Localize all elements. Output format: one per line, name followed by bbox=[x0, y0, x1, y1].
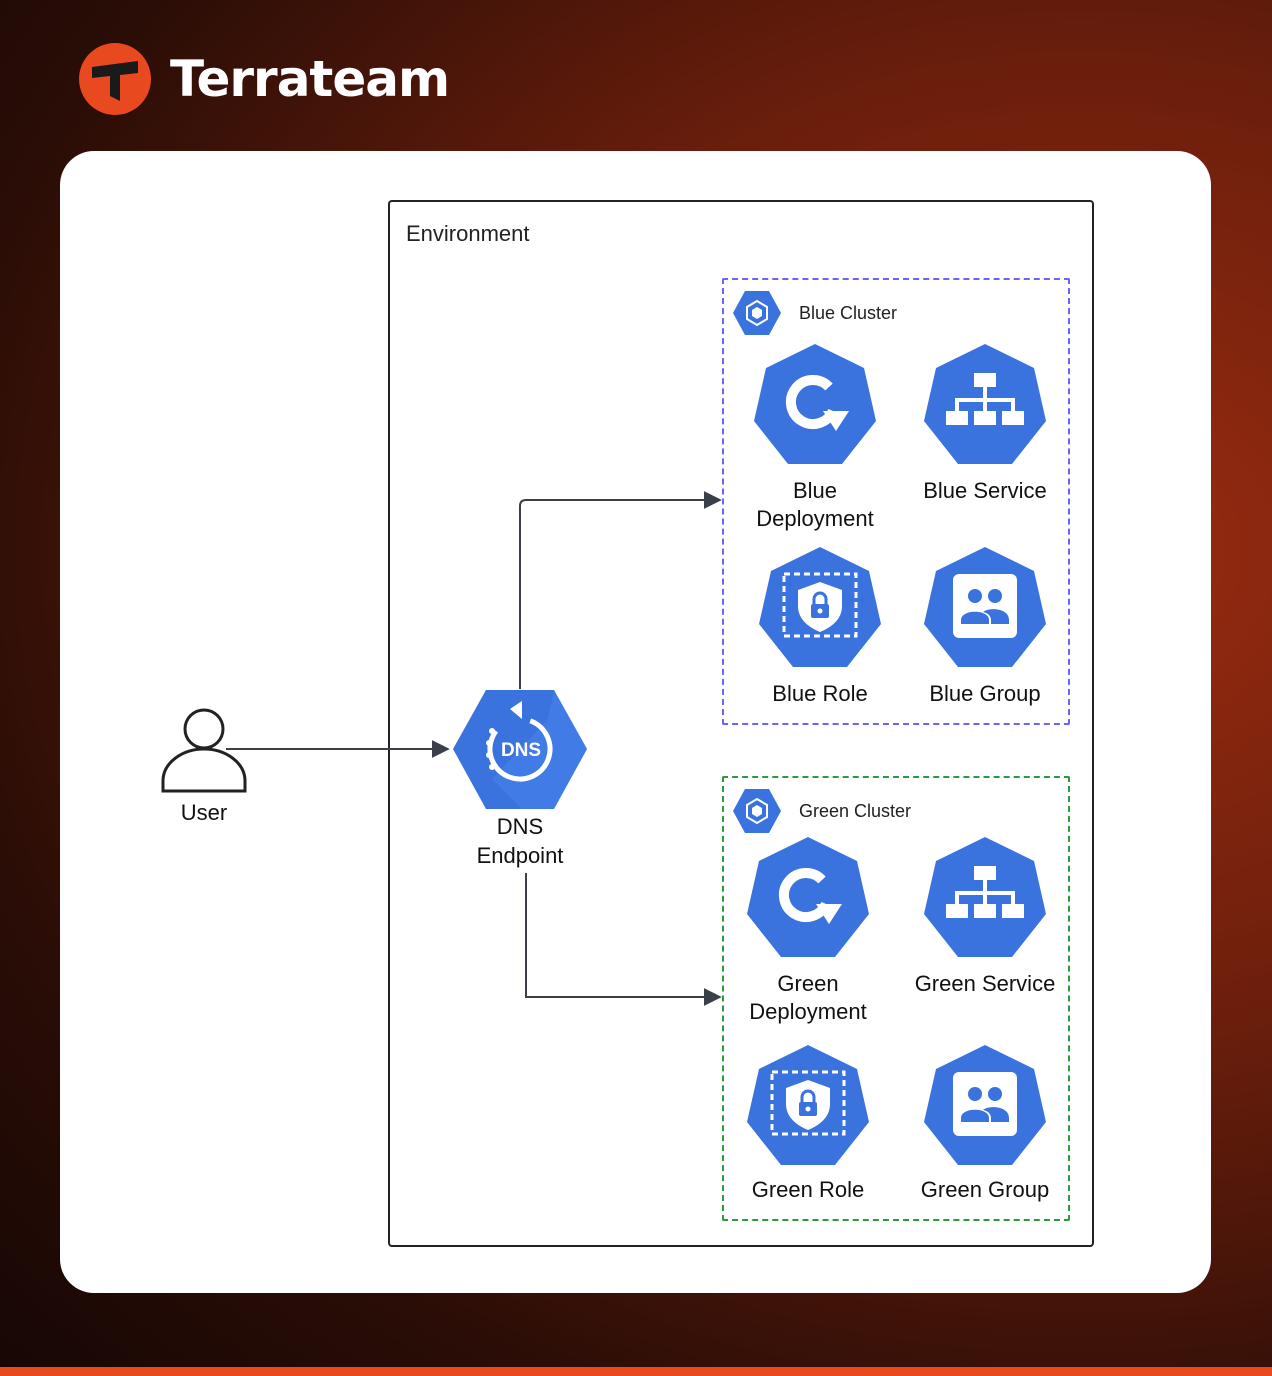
node-label: Green Role bbox=[751, 1177, 865, 1202]
edge-dns-to-green-cluster bbox=[525, 873, 722, 1006]
environment-label: Environment bbox=[406, 221, 530, 246]
role-icon bbox=[747, 1045, 869, 1165]
deployment-icon bbox=[754, 344, 876, 464]
brand-logo: Terrateam bbox=[78, 42, 450, 116]
brand-name: Terrateam bbox=[170, 50, 450, 108]
environment-box: Environment bbox=[388, 200, 1094, 1247]
node-label: Blue Group bbox=[929, 681, 1041, 706]
node-label: Green Service bbox=[914, 971, 1056, 996]
blue-group-node[interactable]: Blue Group bbox=[895, 546, 1075, 708]
dns-icon-text: DNS bbox=[501, 740, 541, 761]
blue-cluster: Blue Cluster Blue Deployment bbox=[722, 278, 1070, 725]
service-icon bbox=[924, 344, 1046, 464]
node-label: Blue Role bbox=[772, 681, 868, 706]
dns-icon[interactable]: DNS bbox=[452, 689, 588, 810]
bottom-accent-bar bbox=[0, 1367, 1272, 1376]
blue-service-node[interactable]: Blue Service bbox=[895, 343, 1075, 505]
green-service-node[interactable]: Green Service bbox=[895, 836, 1075, 998]
node-label: Blue Deployment bbox=[756, 478, 874, 531]
edge-dns-to-blue-cluster bbox=[519, 491, 722, 689]
node-label: Blue Service bbox=[923, 478, 1047, 503]
role-icon bbox=[759, 547, 881, 667]
group-icon bbox=[924, 1045, 1046, 1165]
dns-label: DNS Endpoint bbox=[476, 814, 564, 868]
blue-deployment-node[interactable]: Blue Deployment bbox=[725, 343, 905, 533]
green-cluster-header: Green Cluster bbox=[732, 786, 911, 836]
green-role-node[interactable]: Green Role bbox=[718, 1044, 898, 1204]
green-cluster-label: Green Cluster bbox=[799, 800, 912, 821]
blue-cluster-header: Blue Cluster bbox=[732, 288, 897, 338]
cluster-icon bbox=[733, 291, 781, 335]
group-icon bbox=[924, 547, 1046, 667]
cluster-icon bbox=[733, 789, 781, 833]
green-deployment-node[interactable]: Green Deployment bbox=[718, 836, 898, 1026]
terrateam-logo-icon bbox=[79, 43, 151, 115]
green-cluster: Green Cluster Green Deployment bbox=[722, 776, 1070, 1221]
blue-cluster-label: Blue Cluster bbox=[799, 302, 898, 323]
connectors bbox=[226, 491, 722, 1006]
user-label: User bbox=[180, 800, 228, 825]
service-icon bbox=[924, 837, 1046, 957]
blue-role-node[interactable]: Blue Role bbox=[730, 546, 910, 708]
user-icon[interactable] bbox=[160, 705, 248, 795]
node-label: Green Group bbox=[920, 1177, 1050, 1202]
node-label: Green Deployment bbox=[749, 971, 867, 1024]
green-group-node[interactable]: Green Group bbox=[895, 1044, 1075, 1204]
diagram-card: Environment User DNS DNS Endpoint bbox=[60, 151, 1211, 1293]
deployment-icon bbox=[747, 837, 869, 957]
